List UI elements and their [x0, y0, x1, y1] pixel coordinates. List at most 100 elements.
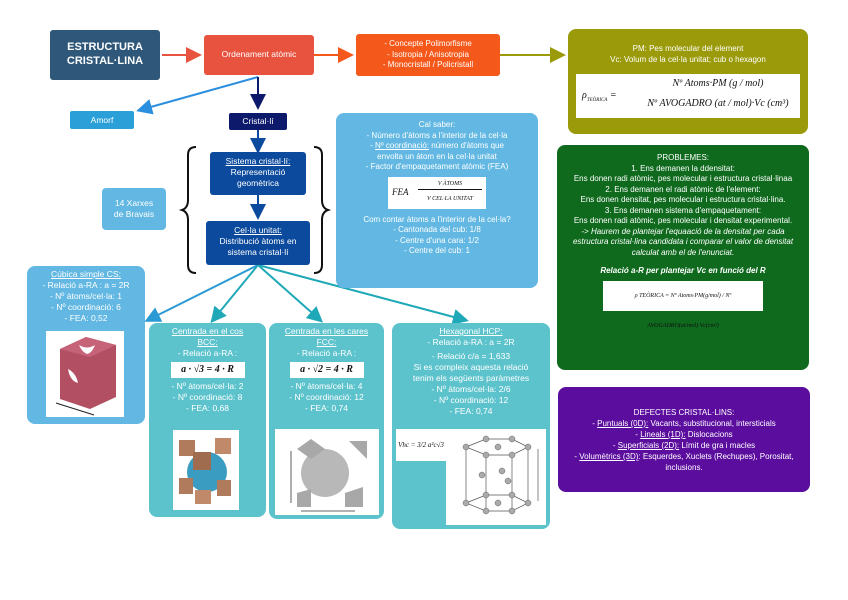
density-formula: ρTEÒRICA = Nº Atoms·PM (g / mol) Nº AVOG…	[576, 74, 800, 118]
formula-numerator: Nº Atoms·PM (g / mol)	[672, 78, 764, 89]
bcc-title1: Centrada en el cos	[171, 326, 244, 336]
cristalli-box: Cristal·lí	[229, 113, 287, 130]
hcp-formula: Vhc = 3/2 a²c√3	[396, 429, 446, 461]
coord-text2: envolta un àtom en la cel·la unitat	[377, 151, 497, 161]
problemes-line: 3. Ens demanen sistema d'empaquetament:	[604, 205, 762, 215]
cs-coord: - Nº coordinació: 6	[51, 302, 121, 312]
relacio-title: Relació a-R per plantejar Vc en funció d…	[600, 266, 766, 275]
bcc-coord: - Nº coordinació: 8	[172, 392, 243, 402]
arrow-to-amorf	[136, 76, 259, 115]
ordenament-box: Ordenament atòmic	[204, 35, 314, 75]
cal-saber-item: - Número d'àtoms a l'interior de la cel·…	[366, 130, 508, 140]
rho-subscript: TEÒRICA	[586, 98, 608, 103]
bcc-relacio: - Relació a-RA :	[177, 348, 238, 358]
ordenament-label: Ordenament atòmic	[221, 49, 297, 59]
cs-box: Cúbica simple CS: - Relació a-RA : a = 2…	[27, 266, 145, 424]
bcc-box: Centrada en el cos BCC: - Relació a-RA :…	[149, 323, 266, 517]
pm-line1: PM: Pes molecular del element	[632, 44, 744, 53]
hcp-atoms: - Nº àtoms/cel·la: 2/6	[431, 384, 511, 394]
problemes-box: PROBLEMES: 1. Ens demanen la ddensitat: …	[557, 145, 809, 370]
defecte-text: Límit de gra i macles	[679, 441, 756, 450]
fea-formula: FEA V ÀTOMS V CEL·LA UNITAT	[388, 176, 486, 209]
cella-box: Cel·la unitat: Distribució àtoms en sist…	[206, 221, 310, 265]
sistema-line2: geomètrica	[236, 178, 280, 188]
pm-line2: Vc: Volum de la cel·la unitat; cub o hex…	[610, 55, 766, 64]
problemes-line: Ens donen radi atòmic, pes molecular i d…	[573, 216, 793, 225]
problemes-line: Ens donen densitat, pes molecular i estr…	[580, 195, 786, 204]
fcc-title2: FCC:	[316, 337, 337, 347]
concept-item: - Monocristall / Policristall	[382, 60, 474, 69]
defectes-title: DEFECTES CRISTAL·LINS:	[633, 408, 735, 417]
fea-den: V CEL·LA UNITAT	[427, 195, 473, 202]
bravais-box: 14 Xarxes de Bravais	[102, 188, 166, 230]
concept-item: - Isotropia / Anisotropia	[387, 49, 469, 59]
fcc-fea: - FEA: 0,74	[305, 403, 348, 413]
bcc-fea: - FEA: 0,68	[186, 403, 229, 413]
fcc-box: Centrada en les cares FCC: - Relació a-R…	[269, 323, 384, 519]
hcp-relacio: - Relació a-RA : a = 2R	[427, 337, 515, 347]
sistema-title: Sistema cristal·lí:	[225, 156, 291, 166]
count-item: - Cantonada del cub: 1/8	[393, 225, 481, 234]
fcc-coord: - Nº coordinació: 12	[289, 392, 364, 402]
problemes-line: 1. Ens demanen la ddensitat:	[631, 163, 735, 173]
defecte-label: Lineals (1D):	[640, 430, 686, 439]
rho-symbol: ρ	[582, 90, 587, 101]
title-box: ESTRUCTURA CRISTAL·LINA	[50, 30, 160, 80]
cal-saber-title: Cal saber:	[418, 120, 456, 129]
cube-icon	[55, 337, 116, 416]
cella-title: Cel·la unitat:	[234, 225, 282, 235]
cs-atoms: - Nº àtoms/cel·la: 1	[49, 291, 123, 301]
pm-box: PM: Pes molecular del element Vc: Volum …	[568, 29, 808, 134]
defecte-label: Puntuals (0D):	[597, 419, 649, 428]
problemes-formula: ρ TEÒRICA = Nº Atoms·PM(g/mol) / Nº AVOG…	[603, 280, 763, 329]
hcp-cell-icon	[462, 435, 539, 515]
fcc-cube-icon	[290, 439, 367, 512]
fcc-unit-cell-image	[275, 429, 379, 515]
bcc-formula: a · √3 = 4 · R	[170, 362, 245, 378]
arrow-to-hcp	[257, 264, 469, 325]
left-brace	[178, 146, 197, 274]
fcc-formula: a · √2 = 4 · R	[289, 362, 364, 378]
hcp-fea: - FEA: 0,74	[449, 406, 493, 416]
hcp-cond2: tenim els següents paràmetres	[412, 373, 530, 383]
count-item: - Centre d'una cara: 1/2	[395, 235, 479, 245]
defecte-text: Dislocacions	[685, 430, 733, 439]
bcc-unit-cell-image	[173, 430, 239, 510]
bravais-line1: 14 Xarxes	[114, 198, 154, 208]
fea-num: V ÀTOMS	[418, 179, 482, 190]
fea-item: - Factor d'empaquetament atòmic (FEA)	[365, 162, 509, 171]
cristalli-label: Cristal·lí	[242, 116, 274, 126]
cella-line2: sistema cristal·lí	[227, 247, 289, 257]
coord-text: número d'àtoms que	[429, 141, 504, 150]
cs-title: Cúbica simple CS:	[51, 269, 121, 279]
amorf-label: Amorf	[90, 115, 114, 125]
right-brace	[313, 146, 332, 274]
title-line1: ESTRUCTURA	[67, 41, 143, 53]
sistema-box: Sistema cristal·lí: Representació geomèt…	[210, 152, 306, 195]
sistema-line1: Representació	[230, 167, 286, 177]
cal-saber-box: Cal saber: - Número d'àtoms a l'interior…	[336, 113, 538, 288]
count-title: Com contar àtoms a l'interior de la cel·…	[363, 214, 511, 224]
fcc-atoms: - Nº àtoms/cel·la: 4	[290, 381, 363, 391]
defecte-text: Vacants, substitucional, intersticials	[648, 419, 776, 428]
bcc-atoms: - Nº àtoms/cel·la: 2	[171, 381, 244, 391]
hcp-title: Hexagonal HCP:	[439, 326, 503, 336]
amorf-box: Amorf	[70, 111, 134, 129]
cs-relacio: - Relació a-RA : a = 2R	[42, 280, 130, 290]
problemes-line: Ens donen radi atòmic, pes molecular i e…	[573, 174, 793, 183]
defecte-label: Volumètrics (3D)	[579, 452, 639, 461]
problemes-title: PROBLEMES:	[656, 153, 709, 162]
hcp-cond1: Si es compleix aquesta relació	[413, 362, 529, 372]
title-line2: CRISTAL·LINA	[66, 55, 144, 67]
cella-line1: Distribució àtoms en	[219, 236, 297, 246]
cs-fea: - FEA: 0,52	[64, 313, 108, 323]
count-item: - Centre del cub: 1	[404, 246, 470, 255]
problemes-formula-text: ρ TEÒRICA = Nº Atoms·PM(g/mol) / Nº AVOG…	[634, 292, 732, 329]
problemes-italic: -> Haurem de plantejar l'equaació de la …	[572, 226, 794, 257]
bcc-cube-icon	[179, 438, 231, 504]
bcc-title2: BCC:	[197, 337, 218, 347]
hcp-box: Hexagonal HCP: - Relació a-RA : a = 2R -…	[392, 323, 550, 529]
defectes-box: DEFECTES CRISTAL·LINS: - Puntuals (0D): …	[558, 387, 810, 492]
formula-denominator: Nº AVOGADRO (at / mol)·Vc (cm³)	[647, 98, 789, 109]
